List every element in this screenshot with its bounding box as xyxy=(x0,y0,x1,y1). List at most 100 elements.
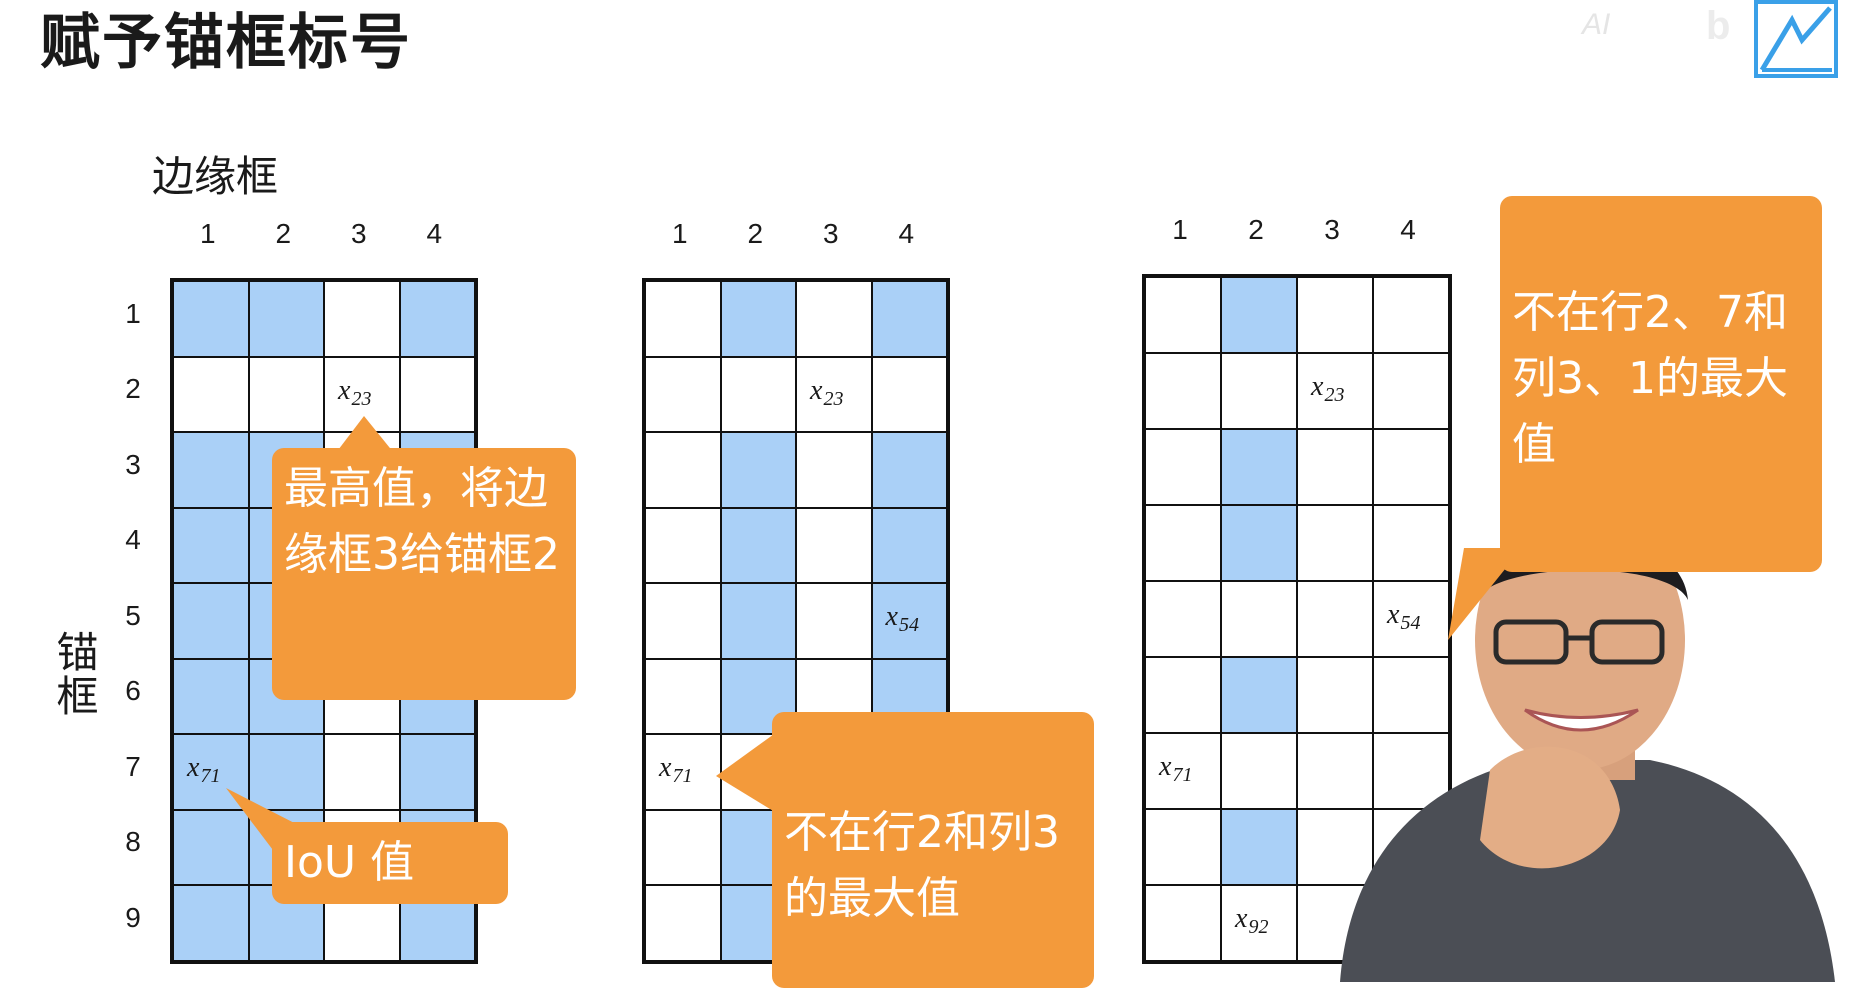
cell-value-subscript: 54 xyxy=(898,614,919,636)
table-cell xyxy=(1145,885,1221,961)
table-cell xyxy=(720,583,796,659)
column-number: 1 xyxy=(671,218,688,249)
table-cell xyxy=(1221,429,1297,505)
table-cell xyxy=(1373,429,1449,505)
table-cell xyxy=(1221,657,1297,733)
table-cell xyxy=(1297,809,1373,885)
table-cell xyxy=(871,281,947,357)
column-number: 1 xyxy=(199,218,216,249)
row-number: 8 xyxy=(125,826,141,858)
cell-value-x71: x71 xyxy=(187,752,220,788)
cell-value-subscript: 92 xyxy=(1248,916,1269,938)
row-number: 4 xyxy=(125,524,141,556)
callout-not-in-rows-2-7-cols-3-1: 不在行2、7和列3、1的最大值 xyxy=(1500,196,1822,572)
column-number: 3 xyxy=(822,218,839,249)
table-cell xyxy=(720,432,796,508)
cell-value-base: x xyxy=(1311,371,1324,402)
cell-value-subscript: 23 xyxy=(823,387,844,410)
table-cell xyxy=(173,734,249,810)
row-axis-label: 锚框 xyxy=(50,630,99,718)
callout-iou-value-text: IoU 值 xyxy=(284,837,415,888)
table-cell xyxy=(1145,657,1221,733)
table-cell xyxy=(324,281,400,357)
table-cell xyxy=(248,281,324,357)
table-cell xyxy=(1145,581,1221,657)
table-cell xyxy=(248,356,324,432)
table-cell xyxy=(1145,809,1221,885)
table-cell xyxy=(173,507,249,583)
table-cell xyxy=(1297,277,1373,353)
row-number: 7 xyxy=(125,750,141,782)
table-cell xyxy=(173,356,249,432)
table-cell xyxy=(645,583,721,659)
cell-value-base: x xyxy=(187,752,200,783)
table-cell xyxy=(796,432,872,508)
table-cell xyxy=(1373,657,1449,733)
table-cell xyxy=(248,734,324,810)
table-cell xyxy=(796,583,872,659)
cell-value-base: x xyxy=(1235,903,1248,934)
table-cell xyxy=(1373,277,1449,353)
table-cell xyxy=(1145,277,1221,353)
table-cell xyxy=(645,281,721,357)
table-cell xyxy=(1145,505,1221,581)
table-cell xyxy=(399,734,475,810)
table-cell xyxy=(1297,505,1373,581)
table-cell xyxy=(871,583,947,659)
table-cell xyxy=(720,356,796,432)
cell-value-base: x xyxy=(659,752,672,783)
table-cell xyxy=(1221,885,1297,961)
column-number: 4 xyxy=(426,218,443,249)
table-cell xyxy=(173,658,249,734)
table-cell xyxy=(1297,353,1373,429)
callout-tail xyxy=(332,416,398,458)
table-cell xyxy=(720,507,796,583)
table-cell xyxy=(796,356,872,432)
callout-iou-value: IoU 值 xyxy=(272,822,508,904)
table-cell xyxy=(173,583,249,659)
column-number: 2 xyxy=(747,218,764,249)
table-cell xyxy=(324,734,400,810)
column-number: 3 xyxy=(350,218,367,249)
table-cell xyxy=(1221,581,1297,657)
table-cell xyxy=(1145,733,1221,809)
table-cell xyxy=(399,281,475,357)
table-cell xyxy=(645,507,721,583)
table-cell xyxy=(796,507,872,583)
column-number: 4 xyxy=(898,218,915,249)
table-cell xyxy=(1221,809,1297,885)
cell-value-x54: x54 xyxy=(886,601,919,637)
presenter-video-overlay xyxy=(1340,510,1835,982)
column-axis-label: 边缘框 xyxy=(152,152,279,201)
table-cell xyxy=(720,281,796,357)
cell-value-x71: x71 xyxy=(659,752,692,788)
column-number: 3 xyxy=(1324,214,1340,245)
cell-value-base: x xyxy=(1387,599,1400,630)
table-cell xyxy=(871,356,947,432)
table-cell xyxy=(645,658,721,734)
column-number: 2 xyxy=(1248,214,1264,245)
table-cell xyxy=(1373,733,1449,809)
slide-title: 赋予锚框标号 xyxy=(40,8,412,78)
column-number: 4 xyxy=(1400,214,1416,245)
cell-value-subscript: 71 xyxy=(1172,764,1193,786)
table-cell xyxy=(645,809,721,885)
row-number: 5 xyxy=(125,599,141,631)
table-cell xyxy=(645,734,721,810)
table-cell xyxy=(645,885,721,961)
table-cell xyxy=(645,432,721,508)
cell-value-x23: x23 xyxy=(1311,371,1344,407)
table-cell xyxy=(1221,505,1297,581)
table-cell xyxy=(1373,581,1449,657)
table-cell xyxy=(173,432,249,508)
table-cell xyxy=(173,809,249,885)
cell-value-subscript: 23 xyxy=(351,387,372,410)
table-cell xyxy=(1145,353,1221,429)
row-number: 9 xyxy=(125,901,141,933)
cell-value-x71: x71 xyxy=(1159,751,1192,787)
column-number: 2 xyxy=(275,218,292,249)
callout-tail xyxy=(1448,548,1522,640)
table-cell xyxy=(1221,733,1297,809)
